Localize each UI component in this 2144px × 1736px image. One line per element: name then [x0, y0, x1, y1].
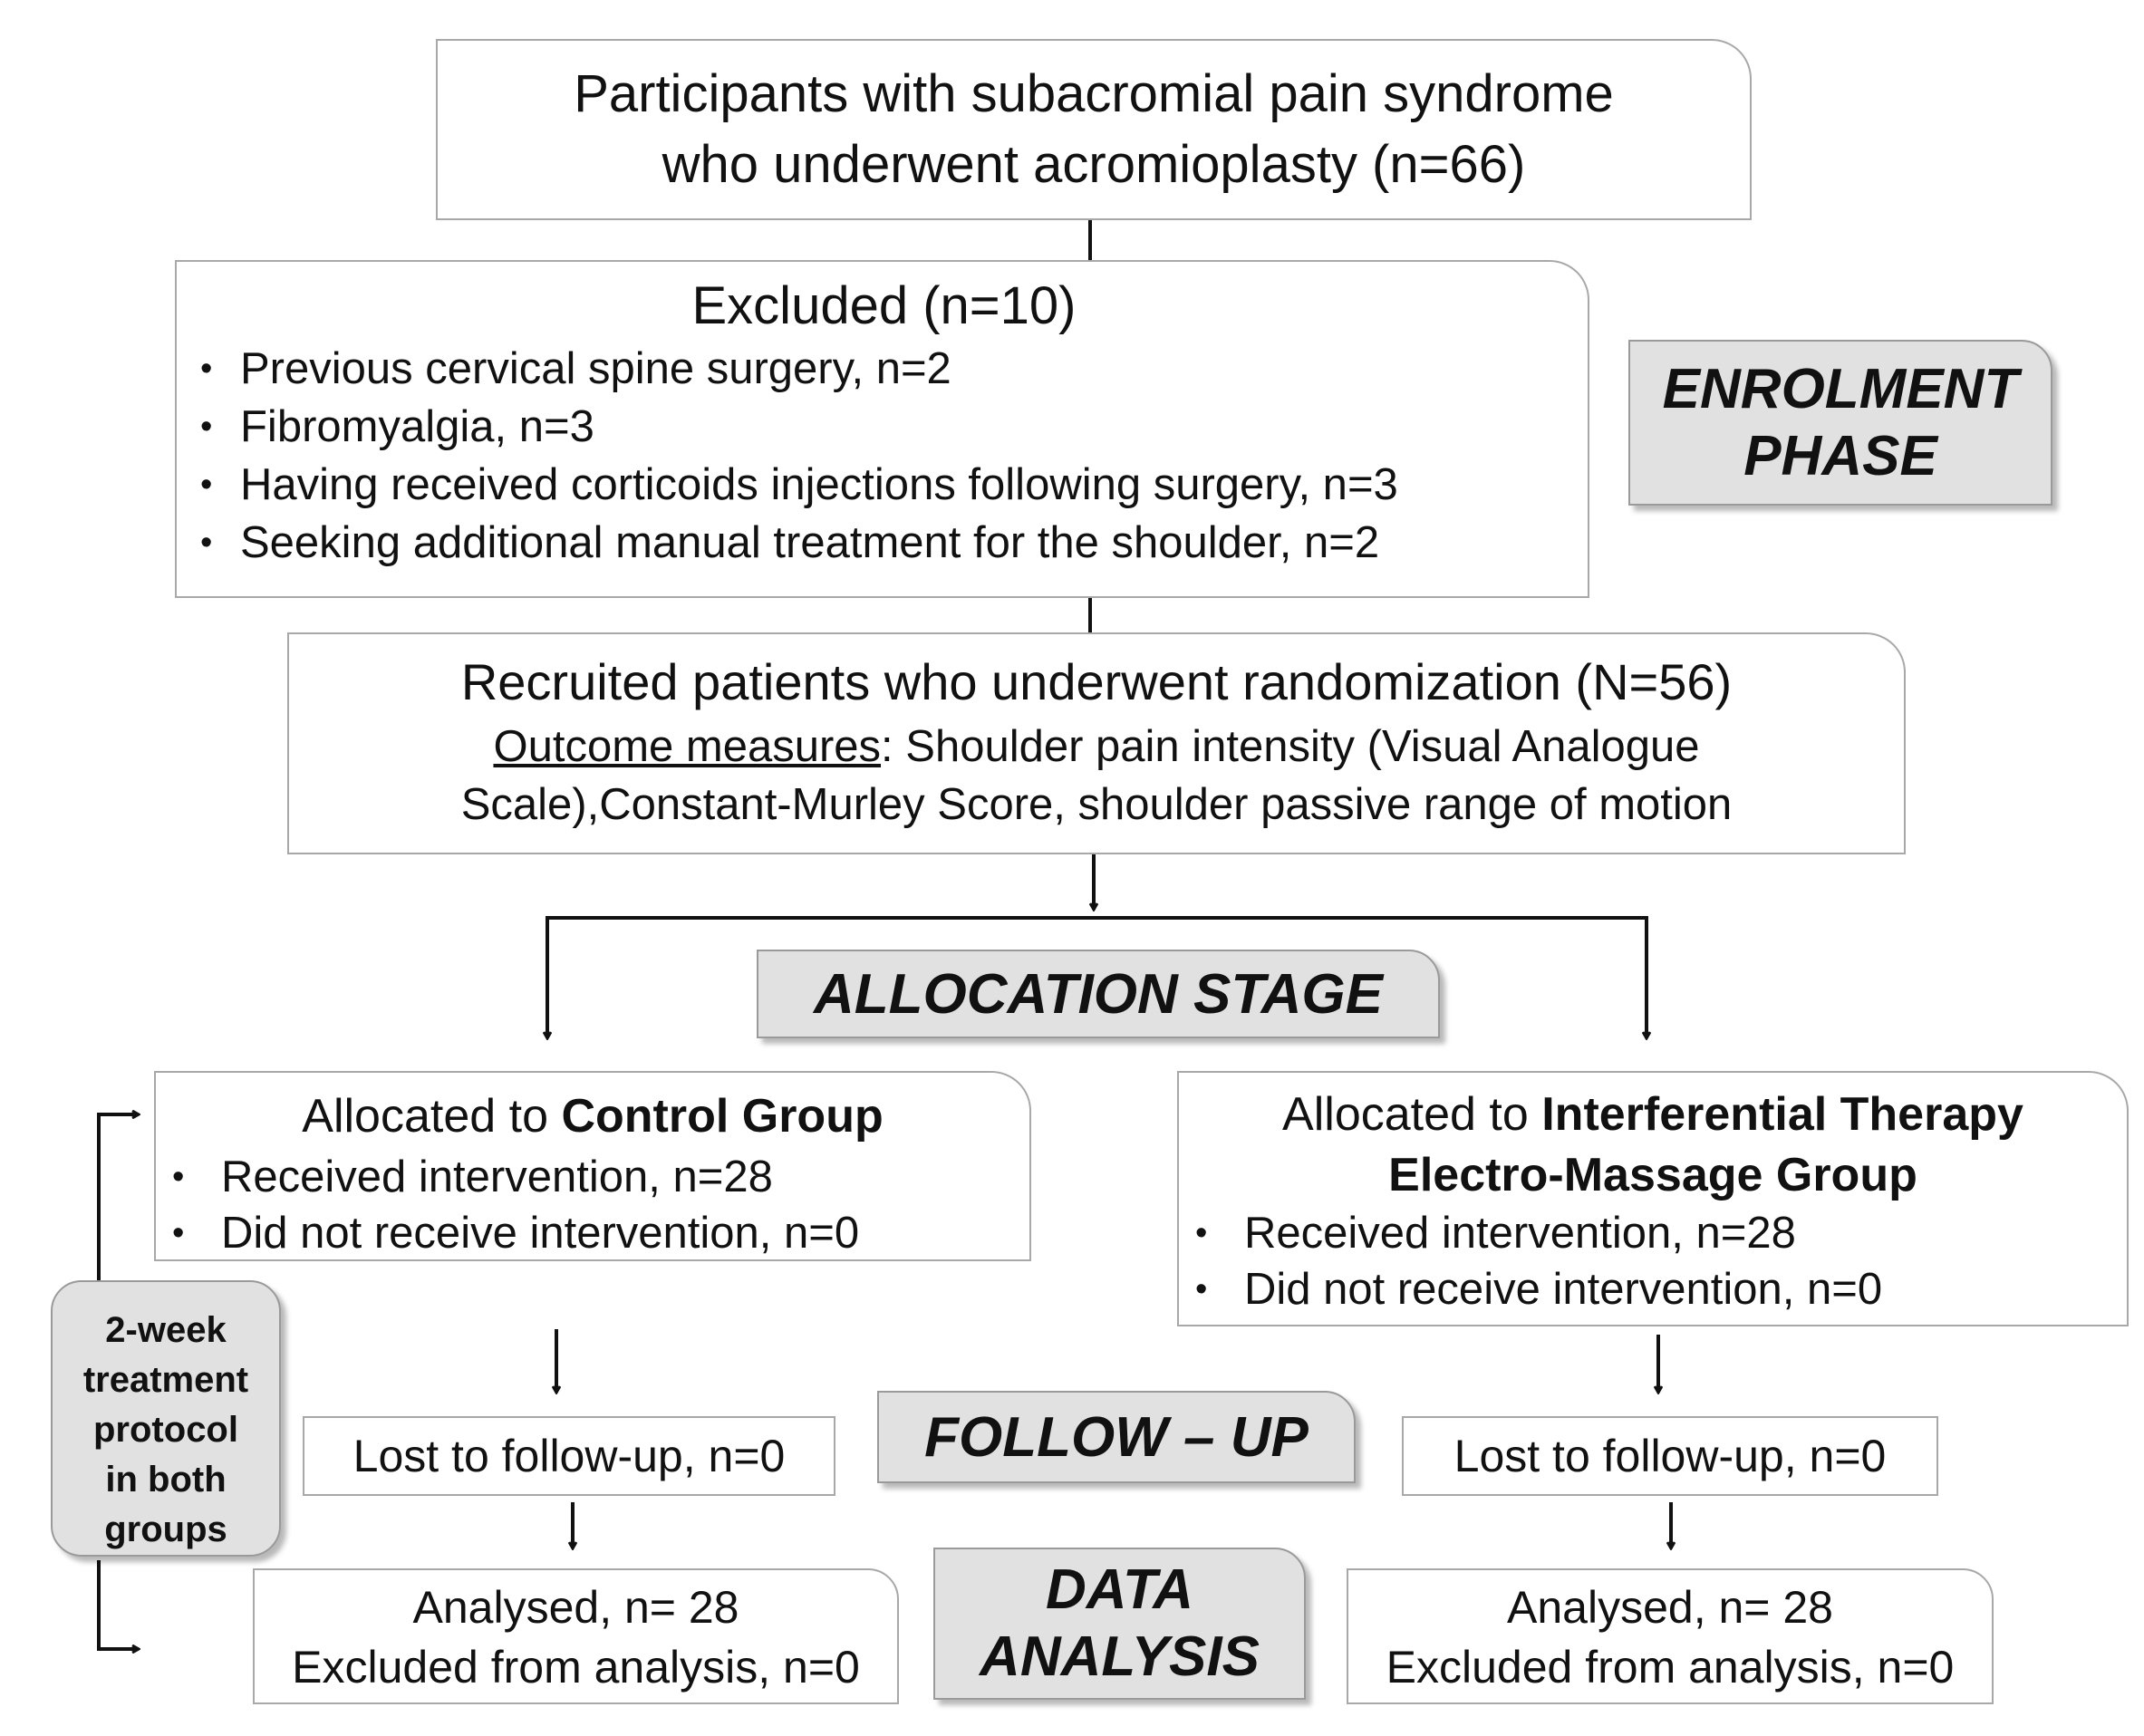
list-item: Fibromyalgia, n=3	[186, 398, 1588, 456]
treatment-line: groups	[104, 1509, 227, 1549]
allocation-split	[546, 916, 1648, 1035]
follow-up-label: FOLLOW – UP	[877, 1391, 1356, 1483]
right-lost-to-follow-up-box: Lost to follow-up, n=0	[1402, 1416, 1938, 1496]
outcome-text-2: Scale),Constant-Murley Score, shoulder p…	[460, 780, 1733, 829]
list-item: Received intervention, n=28	[158, 1149, 1029, 1205]
enrolment-line-1: ENROLMENT	[1662, 357, 2019, 420]
allocation-stage-label: ALLOCATION STAGE	[757, 950, 1440, 1038]
list-item: Received intervention, n=28	[1181, 1205, 2127, 1261]
control-group-box: Allocated to Control Group Received inte…	[154, 1071, 1031, 1261]
right-analysed: Analysed, n= 28	[1507, 1582, 1833, 1633]
right-analysed-box: Analysed, n= 28 Excluded from analysis, …	[1347, 1568, 1994, 1704]
participants-line-2: who underwent acromioplasty (n=66)	[662, 135, 1526, 194]
enrolment-line-2: PHASE	[1743, 424, 1937, 487]
list-item: Previous cervical spine surgery, n=2	[186, 340, 1588, 398]
left-excluded-from-analysis: Excluded from analysis, n=0	[292, 1642, 860, 1693]
recruited-title: Recruited patients who underwent randomi…	[460, 653, 1733, 710]
interferential-title-line-2: Electro-Massage Group	[1179, 1145, 2127, 1205]
treatment-bracket-top	[97, 1114, 139, 1283]
control-prefix: Allocated to	[302, 1090, 562, 1143]
excluded-box: Excluded (n=10) Previous cervical spine …	[175, 260, 1589, 598]
analysis-line-1: DATA	[1046, 1558, 1193, 1621]
interferential-title-line-1: Allocated to Interferential Therapy	[1179, 1084, 2127, 1145]
treatment-line: protocol	[93, 1410, 238, 1450]
interferential-group-name-1: Interferential Therapy	[1541, 1088, 2023, 1141]
list-item: Having received corticoids injections fo…	[186, 456, 1588, 514]
left-analysed-box: Analysed, n= 28 Excluded from analysis, …	[253, 1568, 899, 1704]
treatment-line: 2-week	[105, 1310, 227, 1350]
outcome-text-1: : Shoulder pain intensity (Visual Analog…	[881, 722, 1700, 771]
control-group-title: Allocated to Control Group	[156, 1084, 1029, 1149]
treatment-protocol-label: 2-week treatment protocol in both groups	[51, 1280, 281, 1557]
treatment-line: in both	[105, 1460, 227, 1500]
excluded-title: Excluded (n=10)	[691, 276, 1077, 335]
right-excluded-from-analysis: Excluded from analysis, n=0	[1386, 1642, 1955, 1693]
control-group-name: Control Group	[561, 1090, 884, 1143]
list-item: Did not receive intervention, n=0	[1181, 1261, 2127, 1317]
enrolment-phase-label: ENROLMENT PHASE	[1628, 340, 2052, 506]
excluded-list: Previous cervical spine surgery, n=2 Fib…	[186, 340, 1588, 572]
outcome-label: Outcome measures	[493, 722, 882, 771]
interferential-list: Received intervention, n=28 Did not rece…	[1179, 1205, 2127, 1317]
treatment-bracket-bottom	[97, 1560, 139, 1649]
participants-line-1: Participants with subacromial pain syndr…	[574, 64, 1614, 123]
control-list: Received intervention, n=28 Did not rece…	[156, 1149, 1029, 1261]
interferential-group-box: Allocated to Interferential Therapy Elec…	[1177, 1071, 2129, 1326]
list-item: Did not receive intervention, n=0	[158, 1205, 1029, 1261]
interferential-group-name-2: Electro-Massage Group	[1388, 1149, 1917, 1201]
treatment-line: treatment	[82, 1360, 249, 1400]
left-lost-to-follow-up-box: Lost to follow-up, n=0	[303, 1416, 835, 1496]
list-item: Seeking additional manual treatment for …	[186, 514, 1588, 572]
outcome-measures: Outcome measures: Shoulder pain intensit…	[289, 718, 1904, 776]
recruited-box: Recruited patients who underwent randomi…	[287, 632, 1906, 854]
data-analysis-label: DATA ANALYSIS	[933, 1548, 1306, 1700]
interferential-prefix: Allocated to	[1282, 1088, 1542, 1141]
analysis-line-2: ANALYSIS	[980, 1625, 1260, 1688]
participants-box: Participants with subacromial pain syndr…	[436, 39, 1752, 220]
left-analysed: Analysed, n= 28	[412, 1582, 739, 1633]
